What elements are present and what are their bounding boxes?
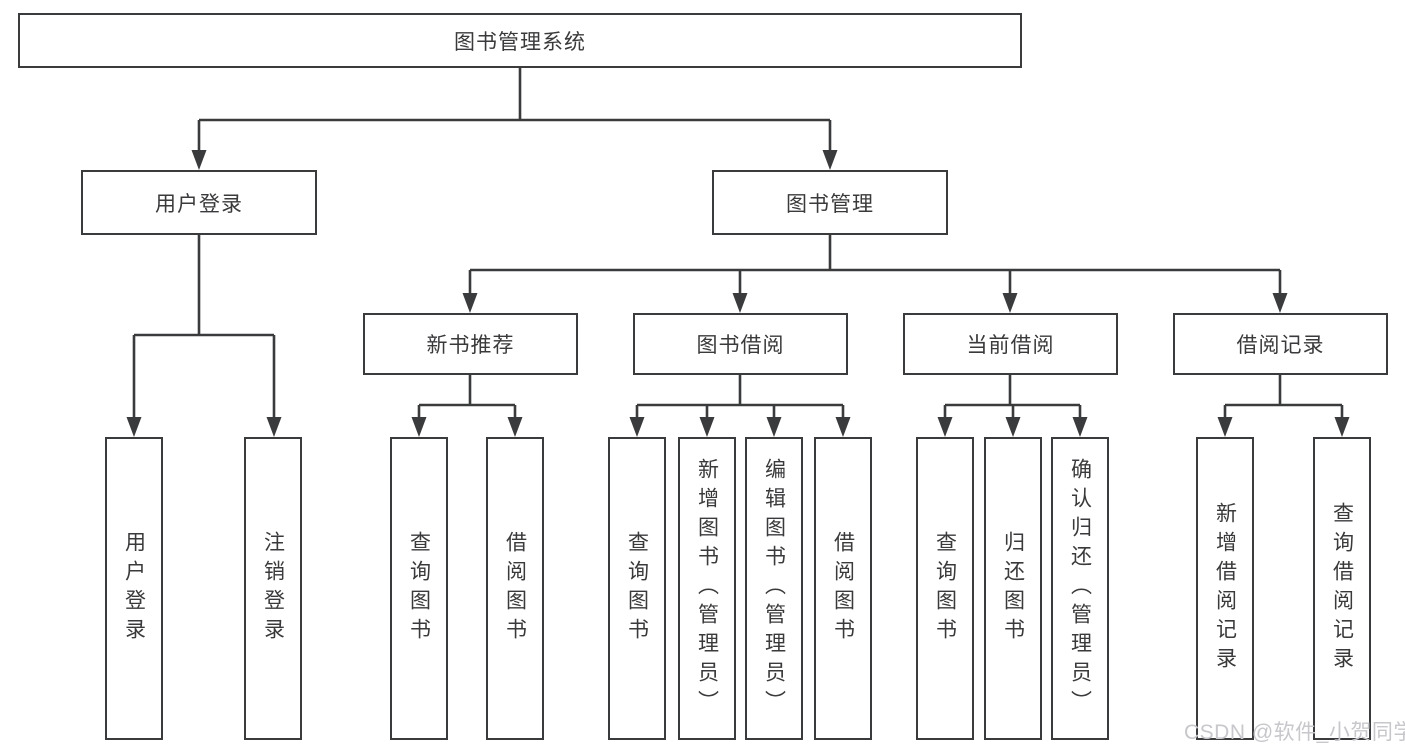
leaf-borrow-books: 借阅图书 bbox=[814, 437, 872, 740]
node-current-borrowing: 当前借阅 bbox=[903, 313, 1118, 375]
leaf-edit-book-admin: 编辑图书（管理员） bbox=[745, 437, 803, 740]
node-label: 新书推荐 bbox=[426, 334, 515, 357]
leaf-query-borrow-record: 查询借阅记录 bbox=[1313, 437, 1371, 740]
node-label: 用户登录 bbox=[155, 192, 243, 216]
leaf-logout: 注销登录 bbox=[244, 437, 302, 740]
leaf-return-books: 归还图书 bbox=[984, 437, 1042, 740]
node-label: 图书管理系统 bbox=[454, 30, 586, 54]
node-label: 确认归还（管理员） bbox=[1068, 458, 1092, 719]
node-label: 查询借阅记录 bbox=[1330, 501, 1354, 676]
node-borrow-records: 借阅记录 bbox=[1173, 313, 1388, 375]
node-label: 当前借阅 bbox=[966, 334, 1055, 357]
node-label: 编辑图书（管理员） bbox=[762, 458, 786, 719]
node-label: 借阅记录 bbox=[1236, 334, 1325, 357]
leaf-query-books-borrowing: 查询图书 bbox=[608, 437, 666, 740]
leaf-user-login: 用户登录 bbox=[105, 437, 163, 740]
node-label: 新增借阅记录 bbox=[1213, 501, 1237, 676]
leaf-confirm-return-admin: 确认归还（管理员） bbox=[1051, 437, 1109, 740]
arrowhead-icons bbox=[126, 150, 1350, 437]
node-label: 归还图书 bbox=[1001, 530, 1025, 647]
node-label: 查询图书 bbox=[407, 530, 431, 647]
node-user-login: 用户登录 bbox=[81, 170, 317, 235]
watermark: CSDN @软件_小贺同学 bbox=[1184, 721, 1405, 744]
node-library-management-system: 图书管理系统 bbox=[18, 13, 1022, 68]
node-label: 图书管理 bbox=[786, 192, 874, 216]
node-label: 借阅图书 bbox=[831, 530, 855, 647]
node-new-book-recommend: 新书推荐 bbox=[363, 313, 578, 375]
node-label: 用户登录 bbox=[122, 530, 146, 647]
node-label: 借阅图书 bbox=[503, 530, 527, 647]
node-book-borrowing: 图书借阅 bbox=[633, 313, 848, 375]
node-label: 图书借阅 bbox=[696, 334, 785, 357]
leaf-add-book-admin: 新增图书（管理员） bbox=[678, 437, 736, 740]
node-book-management: 图书管理 bbox=[712, 170, 948, 235]
leaf-query-books-recommend: 查询图书 bbox=[390, 437, 448, 740]
node-label: 查询图书 bbox=[933, 530, 957, 647]
node-label: 查询图书 bbox=[625, 530, 649, 647]
leaf-add-borrow-record: 新增借阅记录 bbox=[1196, 437, 1254, 740]
node-label: 注销登录 bbox=[261, 530, 285, 647]
node-label: 新增图书（管理员） bbox=[695, 458, 719, 719]
leaf-query-books-current: 查询图书 bbox=[916, 437, 974, 740]
leaf-borrow-books-recommend: 借阅图书 bbox=[486, 437, 544, 740]
